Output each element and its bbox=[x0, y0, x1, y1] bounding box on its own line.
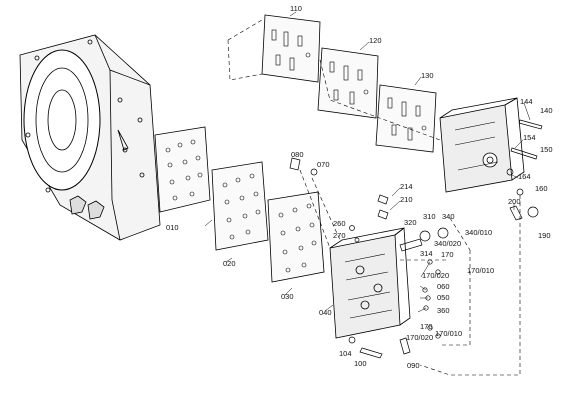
callout-060: 060 bbox=[437, 282, 450, 291]
callout-090: 090 bbox=[407, 361, 420, 370]
callout-170-010-b: 170/010 bbox=[435, 329, 463, 338]
callout-154: 154 bbox=[523, 133, 536, 142]
callout-320: 320 bbox=[404, 218, 417, 227]
callout-314: 314 bbox=[420, 249, 433, 258]
callout-104: 104 bbox=[339, 349, 352, 358]
callout-020: 020 bbox=[223, 259, 236, 268]
callout-110: 110 bbox=[290, 4, 302, 13]
assembly-lines bbox=[227, 19, 521, 376]
callout-340-020: 340/020 bbox=[434, 239, 462, 248]
callout-190: 190 bbox=[538, 231, 551, 240]
callout-170-010-a: 170/010 bbox=[467, 266, 495, 275]
callout-170-b: 170 bbox=[420, 322, 433, 331]
plate-010 bbox=[154, 126, 211, 213]
callout-120: 120 bbox=[369, 36, 382, 45]
callout-010: 010 bbox=[166, 223, 179, 232]
callout-050: 050 bbox=[437, 293, 450, 302]
callout-340: 340 bbox=[442, 212, 455, 221]
callout-200: 200 bbox=[508, 197, 521, 206]
lower-valve-block bbox=[329, 227, 411, 339]
plate-130 bbox=[375, 84, 437, 153]
callout-360: 360 bbox=[437, 306, 450, 315]
upper-valve-block bbox=[439, 97, 525, 193]
callout-260: 260 bbox=[333, 219, 346, 228]
callout-150: 150 bbox=[540, 145, 553, 154]
callout-214: 214 bbox=[400, 182, 413, 191]
callout-310: 310 bbox=[423, 212, 436, 221]
callout-100: 100 bbox=[354, 359, 367, 368]
callout-170-020-a: 170/020 bbox=[422, 271, 450, 280]
plate-030 bbox=[267, 191, 325, 283]
plate-110 bbox=[261, 14, 321, 83]
callout-270: 270 bbox=[333, 231, 346, 240]
callout-340-010: 340/010 bbox=[465, 228, 493, 237]
callout-140: 140 bbox=[540, 106, 553, 115]
callout-144: 144 bbox=[520, 97, 533, 106]
callout-040: 040 bbox=[319, 308, 332, 317]
callout-164: 164 bbox=[518, 172, 531, 181]
callout-070: 070 bbox=[317, 160, 330, 169]
callout-210: 210 bbox=[400, 195, 413, 204]
plate-120 bbox=[317, 47, 379, 119]
callout-130: 130 bbox=[421, 71, 434, 80]
callout-170-020-b: 170/020 bbox=[406, 333, 434, 342]
leader-lines bbox=[204, 11, 531, 313]
callout-030: 030 bbox=[281, 292, 294, 301]
callout-080: 080 bbox=[291, 150, 304, 159]
transmission-housing bbox=[19, 34, 161, 241]
callout-160: 160 bbox=[535, 184, 548, 193]
plate-020 bbox=[211, 161, 269, 251]
small-parts bbox=[289, 119, 543, 359]
callout-170-a: 170 bbox=[441, 250, 454, 259]
